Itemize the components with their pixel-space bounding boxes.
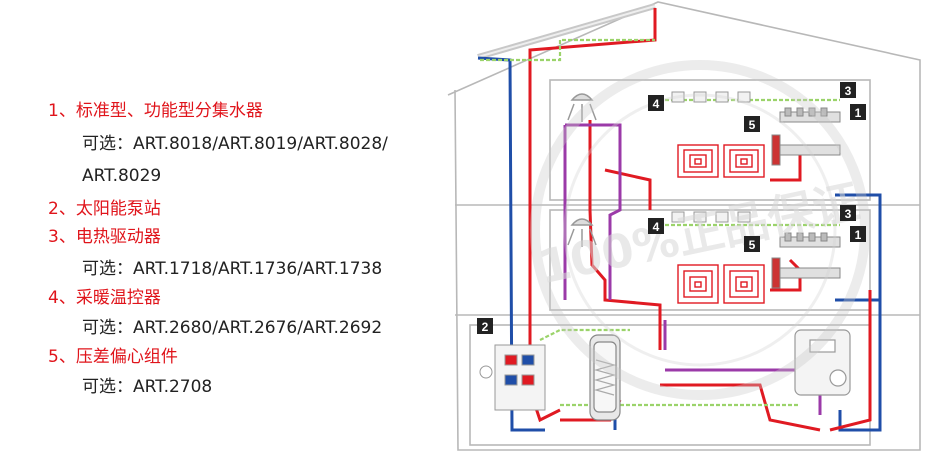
legend-item-2-title: 2、太阳能泵站	[48, 199, 161, 219]
svg-text:5: 5	[749, 118, 756, 132]
svg-text:1: 1	[855, 106, 862, 120]
legend-item-4-title: 4、采暖温控器	[48, 288, 161, 308]
marker-3-lower: 3	[840, 205, 856, 221]
floor-heating-loops-upper	[677, 144, 765, 178]
svg-text:3: 3	[845, 207, 852, 221]
marker-4-upper: 4	[648, 95, 664, 111]
svg-text:4: 4	[653, 97, 660, 111]
svg-text:5: 5	[749, 238, 756, 252]
solar-pump-station	[479, 344, 546, 411]
shower-head-lower	[567, 218, 597, 247]
svg-text:1: 1	[855, 228, 862, 242]
shower-head-upper	[567, 93, 597, 122]
legend-item-5-options: 可选：ART.2708	[82, 377, 213, 397]
floor-heating-loops-lower	[677, 264, 765, 304]
house-outline	[447, 1, 921, 451]
marker-3-upper: 3	[840, 82, 856, 98]
legend-item-3-title: 3、电热驱动器	[48, 227, 161, 247]
svg-text:4: 4	[653, 220, 660, 234]
room-thermostats-upper	[671, 91, 751, 103]
marker-5-upper: 5	[744, 116, 760, 132]
manifold-upper	[771, 107, 841, 166]
legend-item-5-title: 5、压差偏心组件	[48, 347, 178, 367]
legend-item-1-title: 1、标准型、功能型分集水器	[48, 101, 263, 121]
legend-item-1-options-line1: 可选：ART.8018/ART.8019/ART.8028/	[82, 134, 388, 154]
manifold-lower	[771, 232, 841, 289]
marker-1-upper: 1	[850, 104, 866, 120]
marker-5-lower: 5	[744, 236, 760, 252]
legend-item-4-options: 可选：ART.2680/ART.2676/ART.2692	[82, 318, 383, 338]
legend-item-1-options-line2: ART.8029	[82, 166, 162, 186]
room-thermostats-lower	[671, 211, 751, 223]
hot-water-storage-tank	[589, 334, 621, 421]
svg-text:3: 3	[845, 84, 852, 98]
solar-collector	[477, 3, 656, 60]
legend-item-3-options: 可选：ART.1718/ART.1736/ART.1738	[82, 259, 383, 279]
svg-text:2: 2	[482, 320, 489, 334]
marker-4-lower: 4	[648, 218, 664, 234]
marker-1-lower: 1	[850, 226, 866, 242]
marker-2: 2	[477, 318, 493, 334]
wall-boiler	[794, 329, 851, 396]
